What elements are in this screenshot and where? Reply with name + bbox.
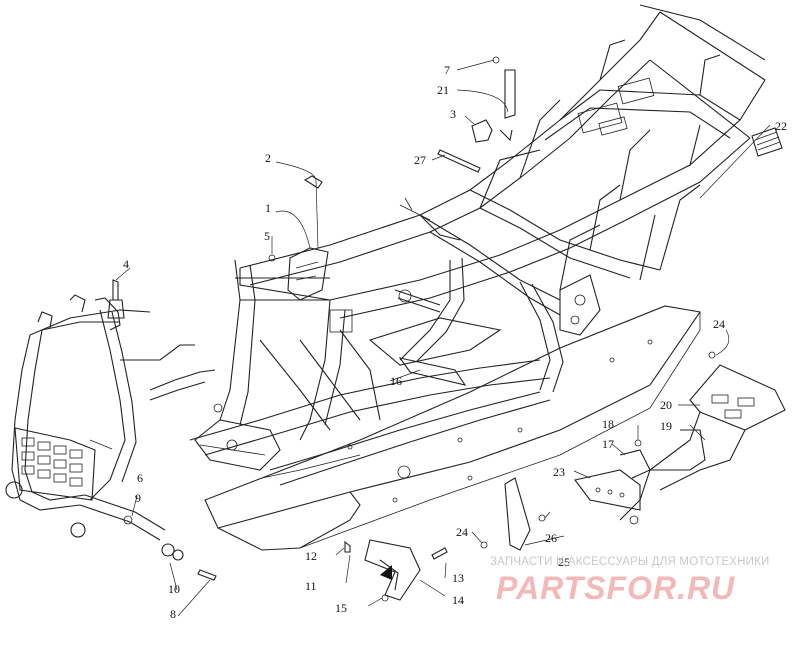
main-frame (189, 4, 766, 486)
callout-16: 16 (390, 374, 402, 388)
callout-17: 17 (602, 437, 614, 451)
callout-20: 20 (660, 398, 672, 412)
callout-23: 23 (553, 465, 565, 479)
watermark-subtitle: ЗАПЧАСТИ И АКСЕССУАРЫ ДЛЯ МОТОТЕХНИКИ (490, 556, 770, 568)
callout-24: 24 (713, 317, 725, 331)
callout-15: 15 (335, 601, 347, 615)
callout-11: 11 (305, 579, 317, 593)
callout-18: 18 (602, 417, 614, 431)
callout-9: 9 (135, 491, 141, 505)
callout-8: 8 (170, 607, 176, 621)
rear-hitch-plate (574, 364, 786, 525)
callout-21: 21 (437, 83, 449, 97)
callout-22: 22 (775, 119, 787, 133)
callout-1: 1 (265, 201, 271, 215)
callout-7: 7 (444, 63, 450, 77)
callout-2: 2 (265, 151, 271, 165)
callout-19: 19 (660, 419, 672, 433)
skid-plate (204, 305, 701, 551)
callout-25: 25 (558, 555, 570, 569)
callout-12: 12 (305, 549, 317, 563)
callout-27: 27 (414, 153, 426, 167)
front-bumper (5, 294, 216, 541)
callout-3: 3 (450, 107, 456, 121)
callout-10: 10 (168, 582, 180, 596)
callout-4: 4 (123, 257, 129, 271)
leader-lines (89, 59, 771, 617)
watermark-logo: PARTSFOR.RU (496, 570, 736, 606)
callout-6: 6 (137, 471, 143, 485)
callout-24: 24 (456, 525, 468, 539)
callout-13: 13 (452, 571, 464, 585)
callout-numbers: 1 2 3 4 5 6 7 8 9 10 11 12 13 14 15 16 1… (123, 63, 787, 621)
callout-5: 5 (264, 229, 270, 243)
callout-26: 26 (545, 531, 557, 545)
callout-14: 14 (452, 593, 464, 607)
small-parts (107, 56, 783, 602)
